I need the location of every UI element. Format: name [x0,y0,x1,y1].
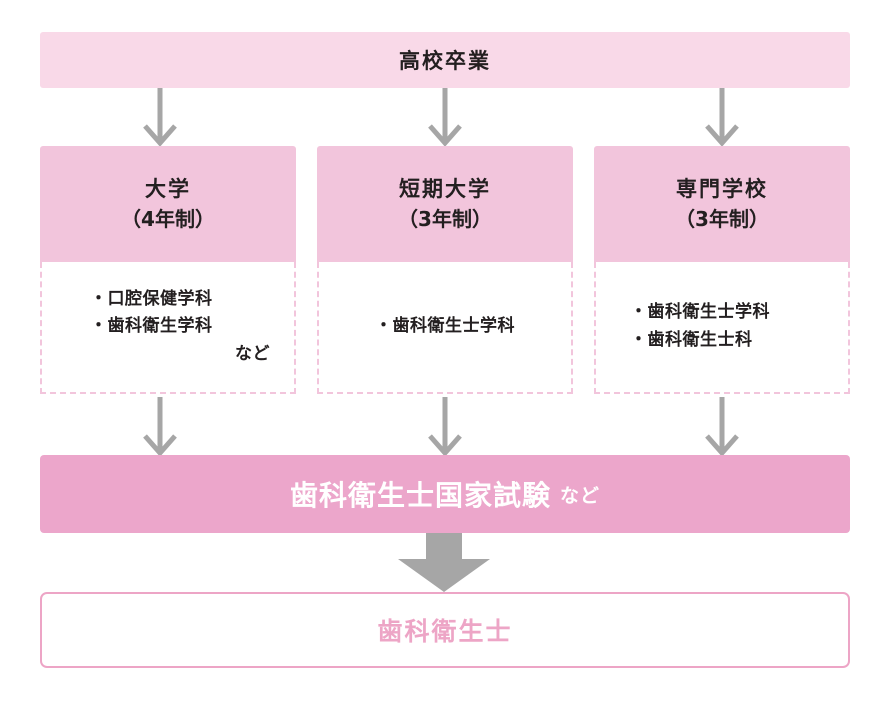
school-header: 短期大学 （3年制） [317,146,573,262]
department-item: ・口腔保健学科 [90,288,213,309]
department-item: ・歯科衛生士学科 [375,316,515,337]
node-label: 高校卒業 [399,49,491,73]
school-path-vocational-school: 専門学校 （3年制） ・歯科衛生士学科 ・歯科衛生士科 [594,146,850,394]
node-high-school-graduation: 高校卒業 [40,32,850,88]
node-dental-hygienist: 歯科衛生士 [40,592,850,668]
arrow-down-icon-vocational-school-to-exam [699,397,745,455]
school-header: 専門学校 （3年制） [594,146,850,262]
school-path-group: 大学 （4年制） ・口腔保健学科 ・歯科衛生学科 など 短期大学 （3年制） ・… [40,146,850,394]
department-item: ・歯科衛生士科 [630,330,753,350]
exam-suffix: など [560,484,601,507]
school-name: 専門学校 [676,176,768,201]
school-name: 大学 [145,176,191,201]
school-path-junior-college: 短期大学 （3年制） ・歯科衛生士学科 [317,146,573,394]
school-departments: ・口腔保健学科 ・歯科衛生学科 など [40,262,296,394]
school-years: （4年制） [121,206,215,231]
arrow-down-icon-to-junior-college [422,88,468,146]
school-years: （3年制） [398,206,492,231]
department-item: ・歯科衛生士学科 [630,302,770,323]
arrow-down-icon-university-to-exam [137,397,183,455]
exam-title: 歯科衛生士国家試験 [289,479,551,512]
school-name: 短期大学 [399,176,491,201]
department-item-etc: など [235,343,270,364]
node-national-exam: 歯科衛生士国家試験 など [40,455,850,533]
arrow-down-icon-to-university [137,88,183,146]
result-label: 歯科衛生士 [377,617,513,646]
block-arrow-down-icon-to-result [394,533,494,592]
department-item: ・歯科衛生学科 [90,316,213,337]
school-years: （3年制） [675,206,769,231]
school-path-university: 大学 （4年制） ・口腔保健学科 ・歯科衛生学科 など [40,146,296,394]
arrow-down-icon-to-vocational-school [699,88,745,146]
school-header: 大学 （4年制） [40,146,296,262]
arrow-down-icon-junior-college-to-exam [422,397,468,455]
school-departments: ・歯科衛生士学科 [317,262,573,394]
school-departments: ・歯科衛生士学科 ・歯科衛生士科 [594,262,850,394]
